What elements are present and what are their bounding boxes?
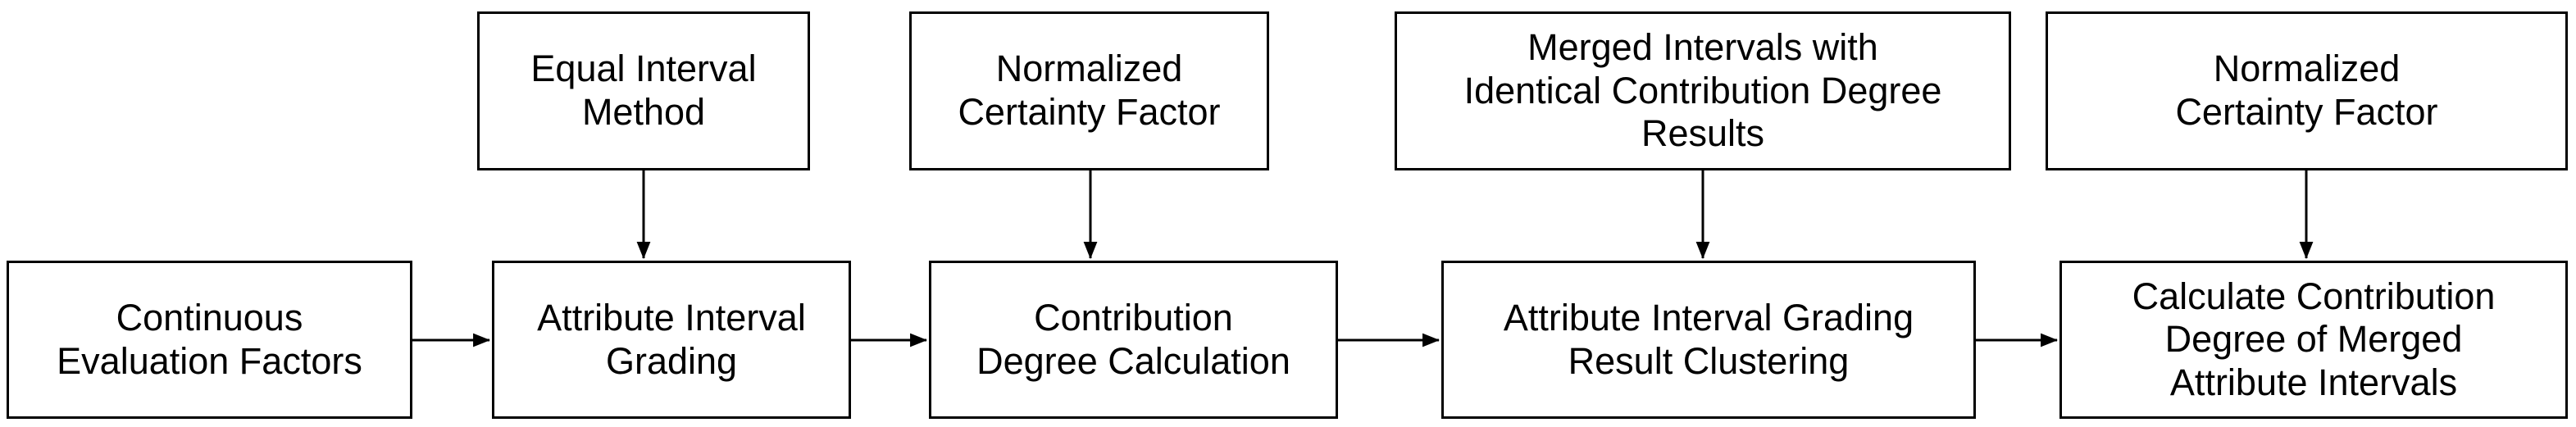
node-attribute-interval-grading: Attribute Interval Grading: [492, 261, 851, 419]
node-continuous-evaluation-factors: Continuous Evaluation Factors: [7, 261, 412, 419]
node-equal-interval-method: Equal Interval Method: [477, 11, 810, 170]
node-contribution-degree-calculation: Contribution Degree Calculation: [929, 261, 1338, 419]
node-normalized-certainty-factor-2: Normalized Certainty Factor: [2046, 11, 2568, 170]
node-calculate-contribution-degree-of-merged-attribute-intervals: Calculate Contribution Degree of Merged …: [2059, 261, 2568, 419]
node-attribute-interval-grading-result-clustering: Attribute Interval Grading Result Cluste…: [1441, 261, 1976, 419]
node-merged-intervals-with-identical-contribution-degree-results: Merged Intervals with Identical Contribu…: [1395, 11, 2011, 170]
node-normalized-certainty-factor-1: Normalized Certainty Factor: [909, 11, 1269, 170]
